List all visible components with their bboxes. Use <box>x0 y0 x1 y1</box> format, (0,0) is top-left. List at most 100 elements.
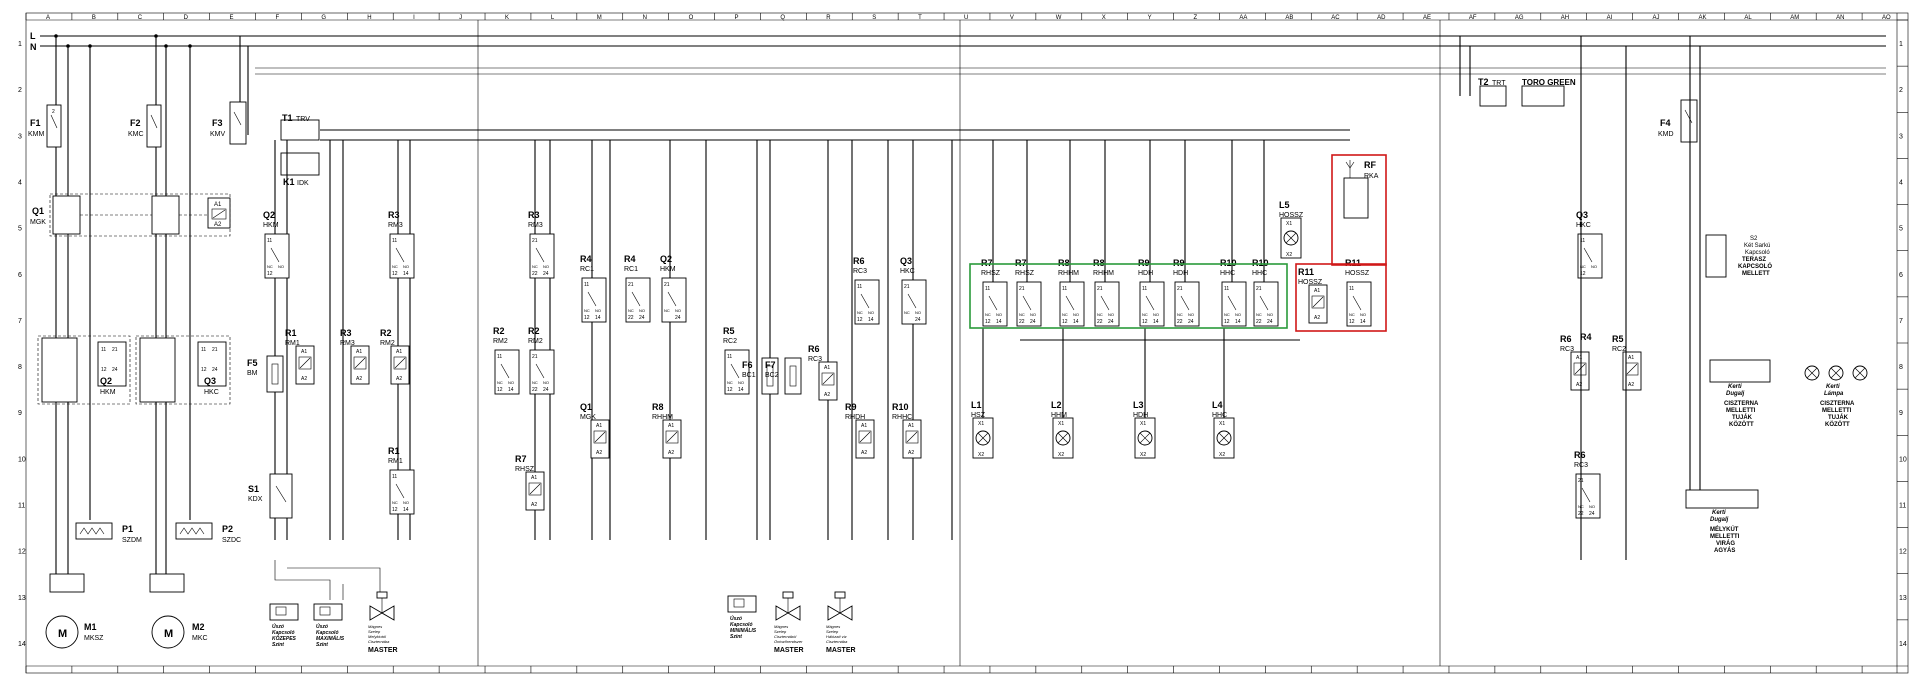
pin-label: 11 <box>1580 238 1585 244</box>
green-relay-5-contact <box>1139 281 1165 327</box>
r2b-contact-name: RM2 <box>528 338 543 345</box>
rail-n-label: N <box>30 42 37 52</box>
pin-label: 11 <box>392 474 397 480</box>
l2-tag: L2 <box>1051 400 1062 410</box>
pin-label: X1 <box>1219 421 1225 427</box>
motor-m2-tag: M2 <box>192 622 205 632</box>
float-kozepes-label: Szint <box>272 642 284 648</box>
red-relay-group-right <box>1331 154 1387 266</box>
pin-label: 14 <box>1153 319 1159 325</box>
pin-label: NO <box>403 264 409 269</box>
float-maximalis-label: MAXIMÁLIS <box>316 635 345 642</box>
green-relay-3-tag: R8 <box>1058 258 1070 268</box>
valve-halozati-label: Hálózati víz <box>826 634 847 639</box>
r3-contact-contact <box>389 233 415 279</box>
pin-label: NO <box>403 500 409 505</box>
pin-label: 12 <box>201 367 207 373</box>
r4-rc3-coil-tag: R6 <box>1560 334 1572 344</box>
pin-label: NC <box>985 312 991 317</box>
r5-contact-name: RC2 <box>723 338 737 345</box>
r5-rc2-coil-tag: R5 <box>1612 334 1624 344</box>
r8-coil-name: RHHM <box>652 414 673 421</box>
control-supply: F3 KMV T1 TRV K1 IDK <box>210 36 1350 187</box>
valve-melykut-label: Szelep <box>368 629 381 634</box>
coil-pin: A2 <box>668 450 674 456</box>
r4-rc3-coil-coil <box>1570 351 1590 391</box>
pin-label: X2 <box>1219 452 1225 458</box>
q1-coil-coil <box>590 419 610 459</box>
green-relay-6-contact <box>1174 281 1200 327</box>
valve-melykut-label: Mágnes <box>368 624 382 629</box>
r7-coil-coil <box>525 471 545 511</box>
row-label: 3 <box>1899 133 1903 140</box>
p1-name: SZDM <box>122 537 142 544</box>
float-maximalis-float-icon <box>313 603 343 621</box>
r3-rm3-tag: R3 <box>340 328 352 338</box>
column-label: X <box>1102 15 1106 21</box>
l3-name: HDH <box>1133 412 1148 419</box>
fuse-f6-tag: F6 <box>742 360 753 370</box>
r4a-contact-name: RC1 <box>580 266 594 273</box>
pin-label: 12 <box>1224 319 1230 325</box>
pin-label: 24 <box>543 387 549 393</box>
valve-halozati-label: Mágnes <box>826 624 840 629</box>
pin-label: 14 <box>868 317 874 323</box>
green-relay-3-contact <box>1059 281 1085 327</box>
r4b-contact-contact <box>625 277 651 323</box>
r11-coil-tag: R11 <box>1298 267 1314 277</box>
column-label: AI <box>1607 15 1613 21</box>
pin-label: 21 <box>532 354 538 360</box>
fuse-f2-name: KMC <box>128 131 144 138</box>
coil-pin: A1 <box>531 475 537 481</box>
pin-label: 11 <box>1142 286 1147 292</box>
pin-label: NC <box>1062 312 1068 317</box>
r3b-contact-contact <box>529 233 555 279</box>
row-label: 1 <box>18 41 22 48</box>
column-label: J <box>459 15 462 21</box>
coil-pin: A2 <box>396 376 402 382</box>
pin-label: NO <box>543 264 549 269</box>
pin-label: NC <box>1177 312 1183 317</box>
motor-m1-symbol <box>45 615 79 649</box>
column-label: AH <box>1561 15 1569 21</box>
pin-label: NC <box>532 380 538 385</box>
pin-label: 14 <box>1073 319 1079 325</box>
coil-pin: A1 <box>824 365 830 371</box>
pin-label: 14 <box>738 387 744 393</box>
column-label: H <box>367 15 371 21</box>
pin-label: NO <box>543 380 549 385</box>
l1-tag: L1 <box>971 400 982 410</box>
fuse-f7-tag: F7 <box>765 360 776 370</box>
pin-label: NO <box>675 308 681 313</box>
row-label: 10 <box>18 456 26 463</box>
column-label: O <box>689 15 694 21</box>
column-label: AA <box>1239 15 1247 21</box>
r7-coil-tag: R7 <box>515 454 527 464</box>
pin-label: 12 <box>985 319 991 325</box>
float-minimalis-label: Kapcsoló <box>730 622 753 628</box>
pin-label: 14 <box>595 315 601 321</box>
pin-label: X1 <box>1140 421 1146 427</box>
r8-coil-tag: R8 <box>652 402 664 412</box>
column-label: A <box>46 15 50 21</box>
pin-label: 24 <box>543 271 549 277</box>
coil-pin: A1 <box>668 423 674 429</box>
motor-m2-name: MKC <box>192 635 208 642</box>
q1-coil-tag: Q1 <box>580 402 592 412</box>
pin-label: NC <box>392 500 398 505</box>
t1-tag: T1 <box>282 113 293 123</box>
q3-hkc-right-contact <box>1577 233 1603 279</box>
pin-label: 11 <box>497 354 502 360</box>
r6-contact-contact <box>854 279 880 325</box>
row-label: 2 <box>18 87 22 94</box>
r3b-contact-name: RM3 <box>528 222 543 229</box>
motor-m1-tag: M1 <box>84 622 97 632</box>
pin-label: 21 <box>1177 286 1183 292</box>
coil-pin: A2 <box>861 450 867 456</box>
row-label: 12 <box>1899 549 1907 556</box>
r7-coil-name: RHSZ <box>515 466 535 473</box>
row-label: 13 <box>18 595 26 602</box>
r6-coil-name: RC3 <box>808 356 822 363</box>
r3-contact-tag: R3 <box>388 210 400 220</box>
pin-label: 21 <box>1256 286 1262 292</box>
